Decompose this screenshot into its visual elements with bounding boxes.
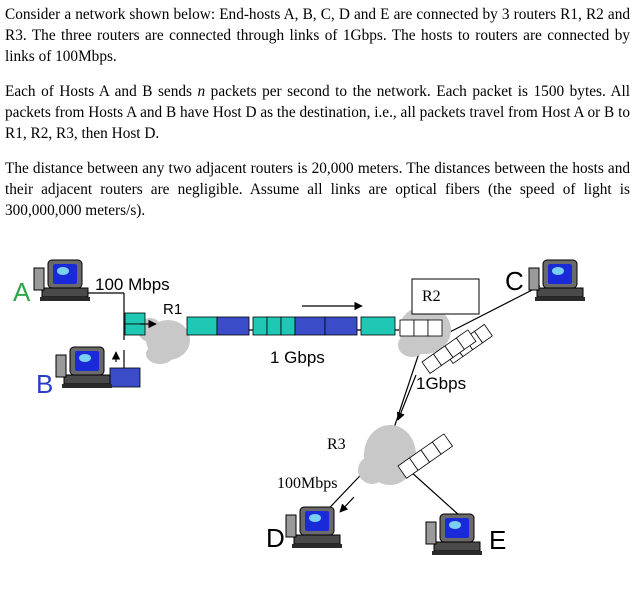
r1-r2-link-speed-label: 1 Gbps xyxy=(270,348,325,367)
host-c-computer-icon xyxy=(528,259,586,302)
host-c-label: C xyxy=(505,266,524,296)
host-e-computer-icon xyxy=(425,513,483,556)
r2-queue-to-r3 xyxy=(421,329,477,375)
paragraph-traffic-description: Each of Hosts A and B sends n packets pe… xyxy=(5,81,630,144)
r3-queue-to-e xyxy=(397,433,454,479)
r1-queue-packet xyxy=(124,312,146,325)
r2-r3-link-speed-label: 1Gbps xyxy=(416,374,466,393)
paragraph-distance-description: The distance between any two adjacent ro… xyxy=(5,158,630,221)
variable-n: n xyxy=(197,83,206,100)
link-r2-r3 xyxy=(389,349,421,441)
r2-input-queue xyxy=(399,319,443,337)
paragraph-2-text-end: packets per second to the network. Each … xyxy=(5,83,630,142)
paragraph-3-text: The distance between any two adjacent ro… xyxy=(5,160,630,219)
host-a-label: A xyxy=(13,277,31,307)
host-b-computer-icon xyxy=(55,346,113,389)
host-e-label: E xyxy=(489,525,506,555)
paragraph-network-description: Consider a network shown below: End-host… xyxy=(5,4,630,67)
host-b-label: B xyxy=(36,369,53,399)
paragraph-2-text-start: Each of Hosts A and B sends xyxy=(5,83,198,100)
link-r2-c xyxy=(441,285,541,337)
router-r2-label-box xyxy=(411,278,480,315)
host-d-computer-icon xyxy=(285,506,343,549)
paragraph-1-text: Consider a network shown below: End-host… xyxy=(5,6,630,65)
router-r3-label: R3 xyxy=(327,436,346,453)
router-r2-label: R2 xyxy=(422,288,441,305)
router-r1-label: R1 xyxy=(163,301,182,318)
b-packet xyxy=(109,367,141,388)
r3-d-link-speed-label: 100Mbps xyxy=(277,475,337,492)
host-link-speed-label: 100 Mbps xyxy=(95,275,170,294)
host-d-label: D xyxy=(266,523,285,553)
packets-r1-r2 xyxy=(186,316,396,336)
host-a-computer-icon xyxy=(33,259,91,302)
